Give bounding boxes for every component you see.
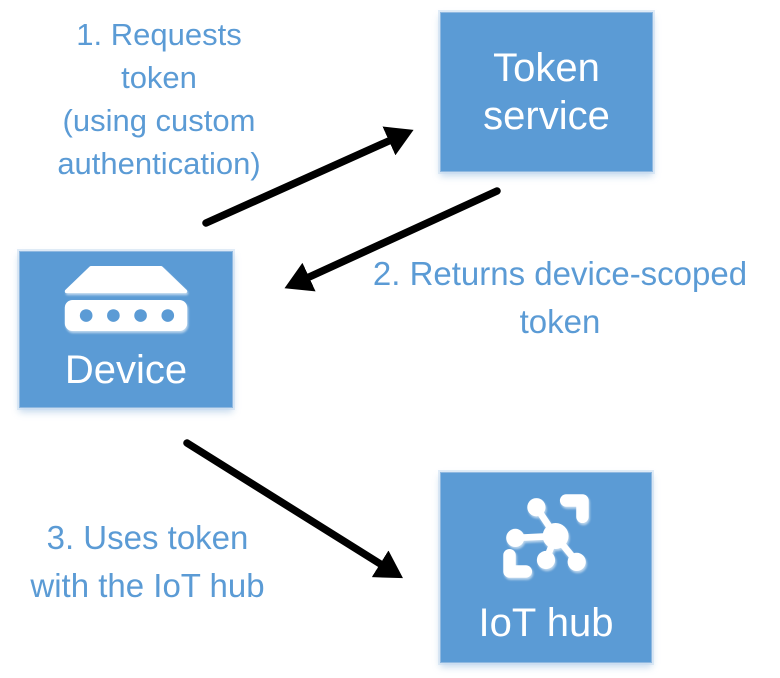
iot-hub-icon [503,494,589,578]
iot-hub-label: IoT hub [478,601,614,645]
node-token-service: Token service [440,12,653,172]
annotation-step2-returns-token: 2. Returns device-scoped token [372,255,748,340]
node-device: Device [19,251,233,408]
node-iot-hub: IoT hub [440,472,652,663]
annotation-step3-uses-token: 3. Uses token with the IoT hub [30,519,265,604]
token-service-label: Token service [483,46,610,138]
device-icon [64,265,188,332]
device-label: Device [64,348,188,392]
annotation-step1-requests-token: 1. Requests token (using custom authenti… [57,17,261,181]
